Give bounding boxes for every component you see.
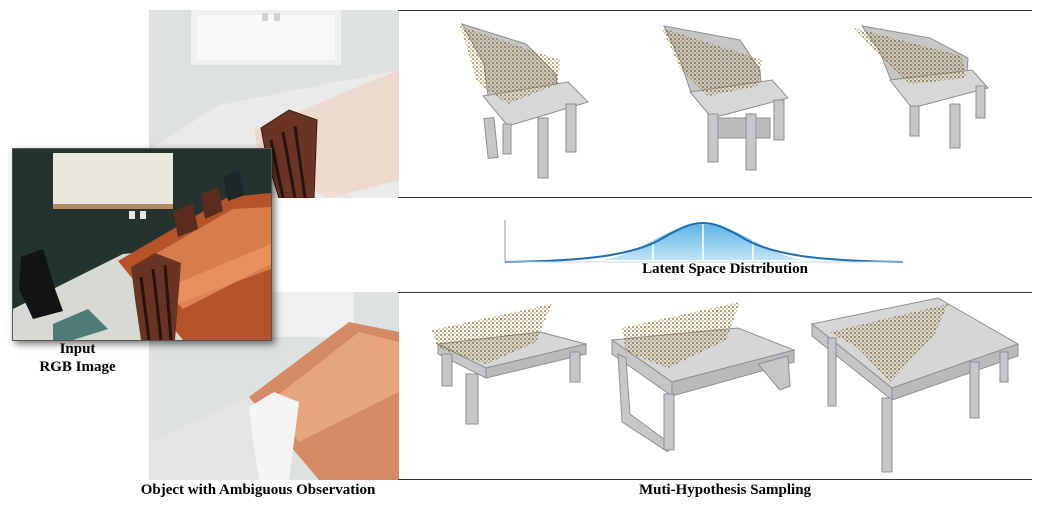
left-caption: Object with Ambiguous Observation	[140, 482, 376, 498]
bottom-divider	[398, 479, 1032, 480]
right-caption: Muti-Hypothesis Sampling	[638, 482, 812, 498]
top-divider	[398, 10, 1032, 11]
upper-middle-divider	[398, 197, 1032, 198]
latent-distribution-curve	[503, 218, 903, 266]
latent-label: Latent Space Distribution	[642, 261, 808, 277]
chair-hypothesis-2	[650, 18, 800, 176]
table-hypothesis-2	[608, 302, 798, 452]
input-label-line2: RGB Image	[39, 359, 116, 375]
chair-hypothesis-3	[850, 16, 995, 152]
input-label: Input RGB Image	[20, 340, 135, 376]
input-label-line1: Input	[59, 341, 96, 357]
table-hypothesis-3	[810, 296, 1022, 474]
table-hypothesis-1	[428, 302, 588, 426]
input-rgb-image	[12, 148, 272, 341]
ambiguous-table-photo	[149, 292, 399, 480]
lower-middle-divider	[398, 292, 1032, 293]
chair-hypothesis-1	[448, 14, 598, 190]
